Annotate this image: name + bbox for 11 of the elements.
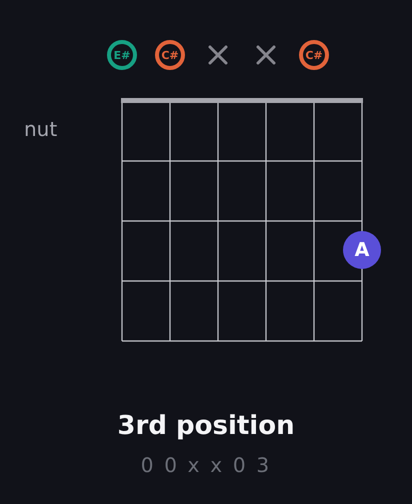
note-name: A: [354, 240, 370, 260]
note-ring: [155, 40, 185, 70]
fingering-pattern: 0 0 x x 0 3: [140, 452, 272, 478]
note-name: C#: [305, 50, 323, 60]
nut-label: nut: [24, 116, 58, 142]
note-ring: [107, 40, 137, 70]
note-ring: [299, 40, 329, 70]
finger-dot: [343, 231, 381, 269]
chord-title: 3rd position: [116, 410, 296, 442]
note-name: C#: [161, 50, 179, 60]
note-name: E#: [114, 50, 130, 60]
